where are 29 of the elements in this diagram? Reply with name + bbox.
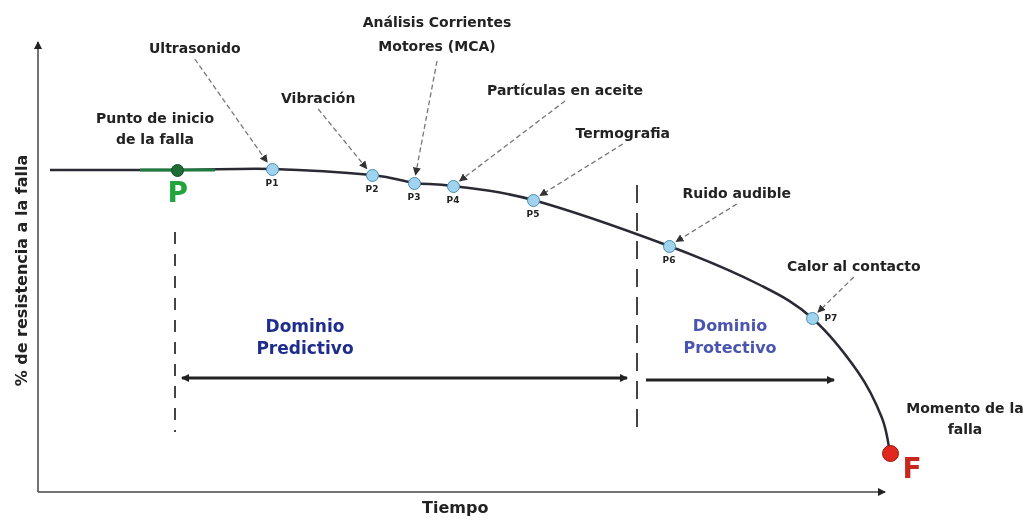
point-label: P7 <box>824 313 838 323</box>
method-label: Termografia <box>575 125 670 141</box>
leader-line <box>675 203 738 243</box>
domain-label: Dominio Predictivo <box>255 315 355 359</box>
method-label: Análisis Corrientes Motores (MCA) <box>337 10 537 58</box>
point-label: P6 <box>662 254 676 265</box>
point-label: P3 <box>407 191 421 202</box>
point-label: P5 <box>526 208 540 219</box>
leader-line <box>317 108 368 170</box>
leader-line <box>458 100 566 182</box>
leader-line <box>817 276 855 313</box>
point-label: P1 <box>265 177 279 188</box>
leader-line <box>412 60 438 176</box>
point-label: P <box>167 178 189 207</box>
point-label: P2 <box>365 183 379 194</box>
leader-line <box>194 58 268 163</box>
method-label: Ultrasonido <box>149 40 241 56</box>
method-label: Calor al contacto <box>787 258 921 274</box>
point-label: F <box>902 454 922 483</box>
point-label: P4 <box>446 194 460 205</box>
point-caption: Punto de inicio de la falla <box>94 109 216 149</box>
leader-line <box>539 143 624 197</box>
axis-title: % de resistencia a la falla <box>12 154 32 386</box>
method-label: Ruido audible <box>682 185 792 201</box>
domain-label: Dominio Protectivo <box>682 315 778 359</box>
method-label: Partículas en aceite <box>487 82 643 98</box>
axis-title: Tiempo <box>422 497 489 517</box>
point-caption: Momento de la falla <box>905 399 1025 439</box>
method-label: Vibración <box>281 90 356 106</box>
